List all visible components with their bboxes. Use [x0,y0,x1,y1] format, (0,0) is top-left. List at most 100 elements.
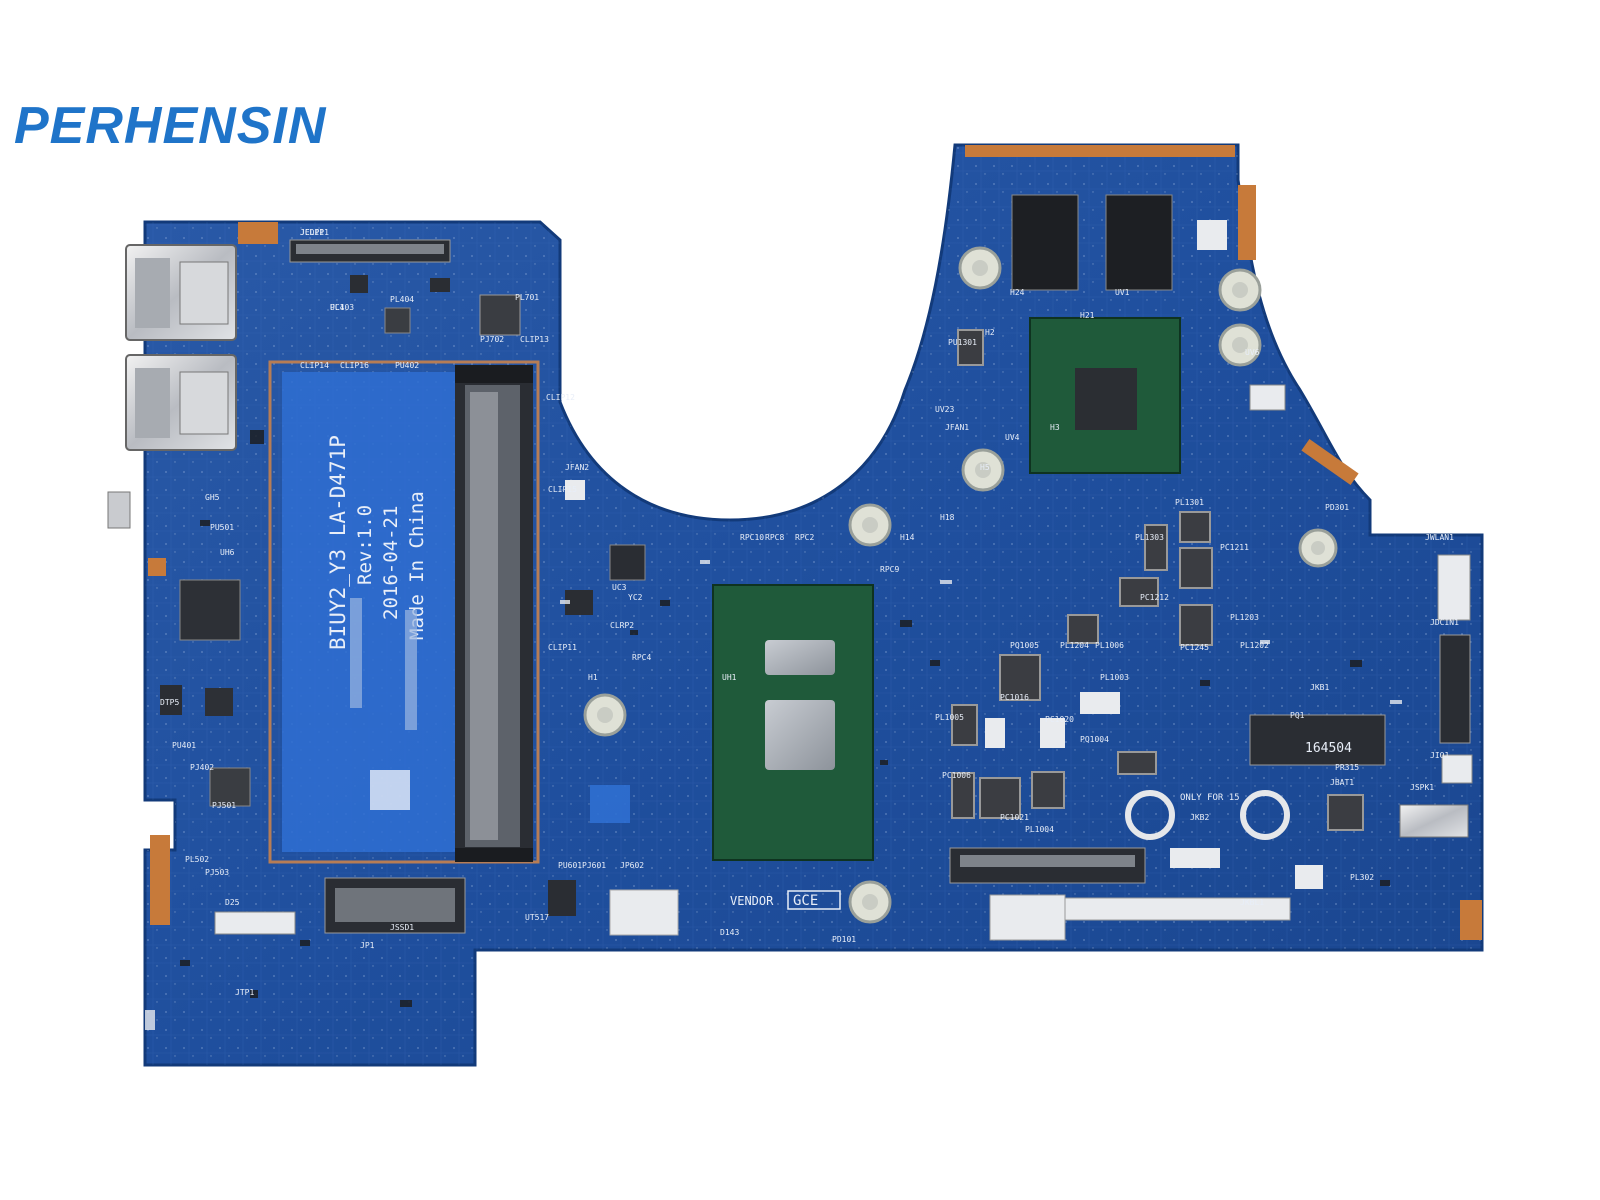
ref-designator: CLIP13 [520,335,549,344]
ref-designator: CLIP16 [340,361,369,370]
ref-designator: CLIP12 [546,393,575,402]
ref-designator: PC1020 [1045,715,1074,724]
ref-designator: JWLAN1 [1425,533,1454,542]
vram-chip-left [1011,194,1079,291]
ref-designator: CLIP14 [300,361,329,370]
ref-designator: RPC4 [632,653,651,662]
ref-designator: UC3 [612,583,627,592]
ref-designator: PQ1005 [1010,641,1039,650]
ref-designator: JIO1 [1430,751,1449,760]
ref-designator: PD301 [1325,503,1349,512]
ref-designator: RPC8 [765,533,784,542]
power-inductors [951,329,1364,831]
ref-designator: PL1004 [1025,825,1054,834]
ref-designator: H21 [1080,311,1095,320]
ref-designator: D143 [720,928,739,937]
gpu-chip [1029,317,1181,474]
ref-designator: JKB2 [1190,813,1209,822]
ref-designator: PJ702 [480,335,504,344]
vram-chip-right [1105,194,1173,291]
usb-port-upper [125,244,237,341]
ref-designator: PC1245 [1180,643,1209,652]
ec-chip [179,579,241,641]
ref-designator: H2 [985,328,995,337]
ref-designator: H5 [980,463,990,472]
ref-designator: PJ501 [212,801,236,810]
ref-designator: RPC9 [880,565,899,574]
ref-designator: GH5 [205,493,220,502]
board-origin: Made In China [406,491,428,640]
usb-port-lower [125,354,237,451]
board-model: BIUY2_Y3 LA-D471P [326,435,350,650]
ref-designator: UV23 [935,405,954,414]
ref-designator: H1 [588,673,598,682]
ref-designator: RPC10 [740,533,764,542]
qr-code-ram [370,770,410,810]
ref-designator: UV6 [1245,348,1260,357]
ref-designator: PQ1004 [1080,735,1109,744]
vendor-label: VENDOR [730,894,774,908]
ref-designator: PL1204 [1060,641,1089,650]
ref-designator: PL1006 [1095,641,1124,650]
brand-logo-text: PERHENSIN [14,97,327,155]
ref-designator: PL1005 [935,713,964,722]
ref-designator: CLRP2 [610,621,634,630]
ref-designator: PL1003 [1100,673,1129,682]
only-for-label: ONLY FOR 15 [1180,793,1240,803]
ref-designator: JBAT1 [1330,778,1354,787]
ref-designator: PC1021 [1000,813,1029,822]
board-date: 2016-04-21 [380,506,402,620]
capacitor-pad [1080,692,1120,714]
qr-code-center [590,785,630,823]
ref-designator: PL1301 [1175,498,1204,507]
ref-designator: PC1211 [1220,543,1249,552]
ref-designator: PC1016 [1000,693,1029,702]
ref-designator: CLIP15 [548,485,577,494]
copper-edge-top [965,145,1235,157]
ref-designator: PU402 [395,361,419,370]
ref-designator: JEDP1 [300,228,324,237]
ref-designator: CLIP11 [548,643,577,652]
dc-in-connector [1437,554,1471,621]
io-connector [1439,634,1471,744]
ref-designator: PL404 [390,295,414,304]
ref-designator: PL302 [1350,873,1374,882]
ref-designator: PC1212 [1140,593,1169,602]
ref-designator: UH1 [722,673,737,682]
wlan-slot [1249,714,1386,766]
ref-designator: DTP5 [160,698,179,707]
board-revision: Rev:1.0 [354,505,376,585]
wlan-slot-code: 164504 [1305,741,1352,756]
ref-designator: JSPK1 [1410,783,1434,792]
ram-slot-area [268,360,540,864]
ref-designator: JTP1 [235,988,254,997]
copper-edge-right [1238,185,1256,260]
ref-designator: PU601 [558,861,582,870]
battery-connector [1399,804,1469,838]
ref-designator: PU501 [210,523,234,532]
ref-designator: PQ1 [1290,711,1305,720]
ref-designator: PJ601 [582,861,606,870]
audio-jack [107,491,131,529]
ref-designator: JFAN2 [565,463,589,472]
ref-designator: UV1 [1115,288,1130,297]
ref-designator: UC1 [330,303,345,312]
ref-designator: PL1303 [1135,533,1164,542]
ref-designator: UT517 [525,913,549,922]
ref-designator: H18 [940,513,955,522]
vendor-code: GCE [793,893,818,909]
ref-designator: RPC2 [795,533,814,542]
ref-designator: PD101 [832,935,856,944]
ref-designator: JP602 [620,861,644,870]
fan1-connector [1249,384,1286,411]
ref-designator: JSSD1 [390,923,414,932]
ref-designator: JKBL1 [1240,898,1264,907]
ref-designator: H14 [900,533,915,542]
ref-designator: PC1006 [942,771,971,780]
ref-designator: JCLIP1 [300,228,329,237]
cpu-chip [712,584,874,861]
ref-designator: JFAN1 [945,423,969,432]
ref-designator: H3 [1050,423,1060,432]
ref-designator: PR315 [1335,763,1359,772]
